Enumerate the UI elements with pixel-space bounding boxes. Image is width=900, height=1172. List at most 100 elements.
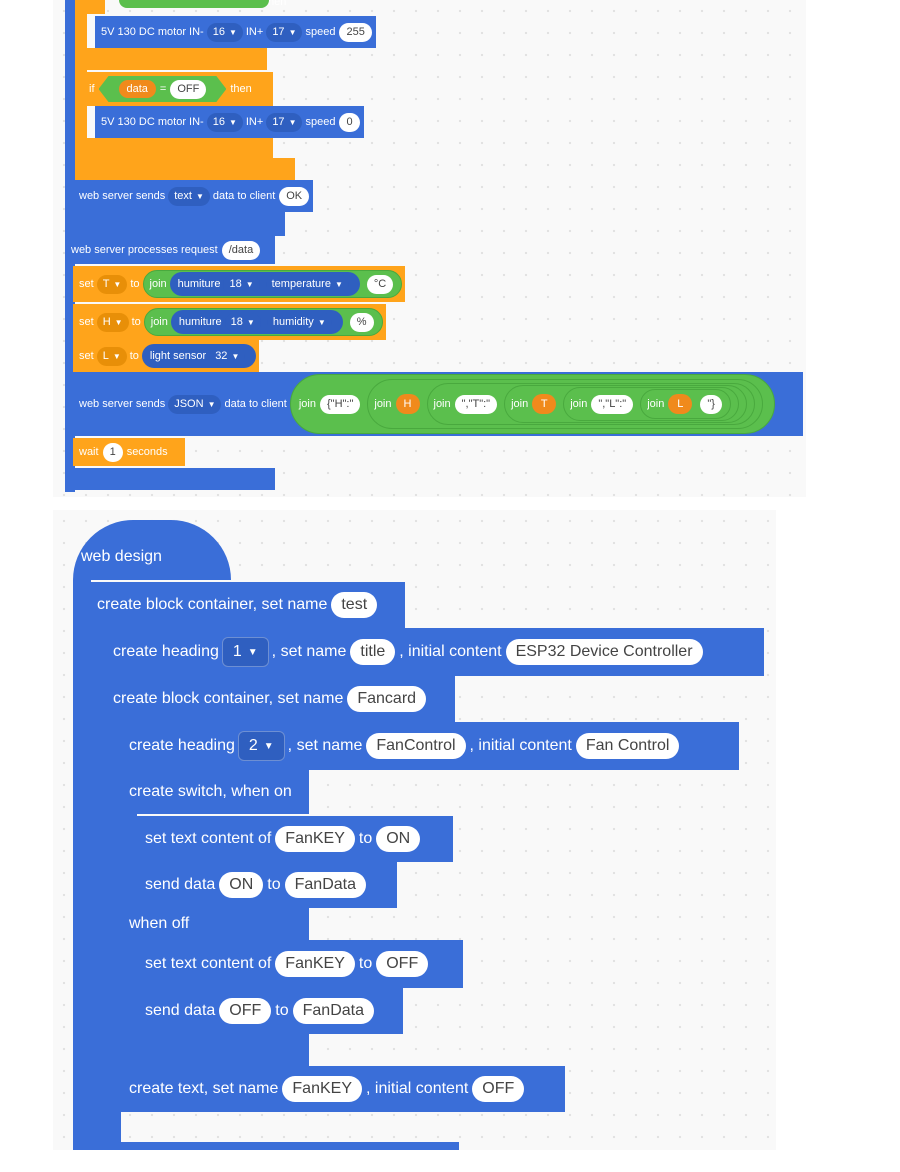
field-dropdown[interactable]: temperature▼ [265, 274, 349, 294]
join-block[interactable]: join ","T":" join T join ","L":" join L … [426, 383, 755, 425]
target-input[interactable]: FanKEY [275, 826, 355, 852]
value-input[interactable]: OFF [170, 80, 206, 99]
heading-content-input[interactable]: Fan Control [575, 733, 680, 759]
set-l-block[interactable]: set L▼ to light sensor 32▼ [73, 340, 260, 372]
string-input-1[interactable]: {"H":" [319, 394, 361, 414]
when-off-label: when off [129, 915, 190, 932]
code-workspace-top[interactable]: then 5V 130 DC motor IN- 16▼ IN+ 17▼ spe… [53, 0, 806, 497]
path-input[interactable]: /data [221, 240, 261, 260]
web-design-label: web design [81, 548, 162, 565]
chevron-down-icon: ▼ [245, 279, 254, 289]
heading-level-dropdown[interactable]: 1▼ [221, 637, 269, 667]
pin-dropdown[interactable]: 32▼ [209, 346, 246, 366]
process-request-block[interactable]: web server processes request /data [65, 236, 275, 264]
value-input[interactable]: OFF [376, 951, 429, 977]
create-text-label: create text, set name [129, 1080, 279, 1097]
var-h[interactable]: H [395, 394, 420, 414]
humiture-reporter[interactable]: humiture 18▼ humidity▼ [170, 310, 343, 334]
container-name-input[interactable]: test [331, 592, 378, 618]
chevron-down-icon: ▼ [228, 27, 237, 37]
value-input[interactable]: ON [219, 872, 264, 898]
string-input-3[interactable]: ","L":" [591, 394, 634, 414]
container-test-block[interactable]: create block container, set name test [89, 582, 405, 628]
var-h-dropdown[interactable]: H▼ [96, 312, 129, 332]
join-block[interactable]: join T join ","L":" join L "} [504, 385, 747, 423]
pin-dropdown[interactable]: 18▼ [223, 274, 260, 294]
var-l-dropdown[interactable]: L▼ [96, 346, 127, 366]
send-type-dropdown[interactable]: JSON▼ [168, 394, 222, 414]
join-block[interactable]: join humiture 18▼ temperature▼ °C [142, 270, 403, 298]
join-label: join [647, 398, 665, 410]
light-sensor-reporter[interactable]: light sensor 32▼ [141, 344, 257, 368]
chevron-down-icon: ▼ [288, 117, 297, 127]
target-input[interactable]: FanData [292, 998, 374, 1024]
web-design-hat[interactable] [73, 520, 231, 580]
container-name-input[interactable]: Fancard [347, 686, 427, 712]
set-h-block[interactable]: set H▼ to join humiture 18▼ humidity▼ % [73, 304, 386, 340]
var-l[interactable]: L [668, 394, 693, 414]
compare-block[interactable]: data = OFF [99, 76, 227, 102]
off-send-data-block[interactable]: send data OFF to FanData [137, 988, 403, 1034]
switch-spine [121, 814, 137, 1066]
wait-label: wait [79, 446, 99, 458]
wait-block[interactable]: wait 1 seconds [73, 438, 185, 466]
heading-2-block[interactable]: create heading 2▼ , set name FanControl … [121, 722, 739, 770]
then-label: then [230, 83, 252, 95]
heading-name-input[interactable]: title [350, 639, 396, 665]
heading-level-dropdown[interactable]: 2▼ [237, 731, 285, 761]
if-block-2[interactable]: if data = OFF then [83, 72, 273, 106]
send-data-label: send data [145, 1002, 216, 1019]
speed-input[interactable]: 0 [339, 112, 360, 132]
set-t-block[interactable]: set T▼ to join humiture 18▼ temperature▼… [73, 266, 406, 302]
speed-input[interactable]: 255 [339, 22, 372, 42]
to-label: to [358, 830, 373, 847]
join-block[interactable]: join humiture 18▼ humidity▼ % [143, 308, 383, 336]
target-input[interactable]: FanKEY [275, 951, 355, 977]
string-input-4[interactable]: "} [700, 394, 722, 414]
text-name-input[interactable]: FanKEY [282, 1076, 362, 1102]
heading-1-block[interactable]: create heading 1▼ , set name title , ini… [105, 628, 764, 676]
join-block[interactable]: join {"H":" join H join ","T":" join T j… [289, 374, 775, 434]
if-condition-partial[interactable] [119, 0, 269, 8]
motor-block-2[interactable]: 5V 130 DC motor IN- 16▼ IN+ 17▼ speed 0 [95, 106, 364, 138]
join-block[interactable]: join L "} [640, 389, 731, 419]
motor-block-1[interactable]: 5V 130 DC motor IN- 16▼ IN+ 17▼ speed 25… [95, 16, 376, 48]
string-input-2[interactable]: ","T":" [454, 394, 498, 414]
text-content-input[interactable]: OFF [472, 1076, 525, 1102]
data-variable[interactable]: data [119, 80, 156, 98]
initial-content-label: , initial content [469, 737, 572, 754]
in-minus-dropdown[interactable]: 16▼ [206, 112, 243, 132]
send-json-block[interactable]: web server sends JSON▼ data to client jo… [73, 372, 803, 436]
send-type-dropdown[interactable]: text▼ [168, 186, 210, 206]
if-then-label: then [265, 0, 287, 8]
humiture-reporter[interactable]: humiture 18▼ temperature▼ [169, 272, 360, 296]
in-plus-dropdown[interactable]: 17▼ [266, 22, 303, 42]
target-input[interactable]: FanData [284, 872, 366, 898]
field-dropdown[interactable]: humidity▼ [266, 312, 332, 332]
pin-dropdown[interactable]: 18▼ [224, 312, 261, 332]
wait-seconds-input[interactable]: 1 [102, 442, 123, 462]
join-block[interactable]: join ","L":" join L "} [563, 387, 739, 421]
heading-name-input[interactable]: FanControl [366, 733, 466, 759]
heading-content-input[interactable]: ESP32 Device Controller [505, 639, 703, 665]
on-set-text-block[interactable]: set text content of FanKEY to ON [137, 816, 453, 862]
switch-block[interactable]: create switch, when on [121, 770, 309, 814]
if-header-partial[interactable]: then [75, 0, 286, 14]
create-text-block[interactable]: create text, set name FanKEY , initial c… [121, 1066, 565, 1112]
value-input[interactable]: OFF [219, 998, 272, 1024]
var-t[interactable]: T [532, 394, 557, 414]
in-minus-dropdown[interactable]: 16▼ [206, 22, 243, 42]
join-label: join [433, 398, 451, 410]
var-t-dropdown[interactable]: T▼ [96, 274, 128, 294]
off-set-text-block[interactable]: set text content of FanKEY to OFF [137, 940, 463, 988]
on-send-data-block[interactable]: send data ON to FanData [137, 862, 397, 908]
unit-input[interactable]: °C [366, 274, 394, 294]
send-value-input[interactable]: OK [279, 186, 310, 206]
unit-input[interactable]: % [349, 312, 374, 332]
code-workspace-bottom[interactable]: web design create block container, set n… [53, 510, 776, 1150]
container-fancard-block[interactable]: create block container, set name Fancard [105, 676, 455, 722]
in-plus-dropdown[interactable]: 17▼ [266, 112, 303, 132]
join-block[interactable]: join H join ","T":" join T join ","L":" … [367, 379, 763, 429]
send-text-block[interactable]: web server sends text▼ data to client OK [73, 180, 314, 212]
value-input[interactable]: ON [376, 826, 421, 852]
